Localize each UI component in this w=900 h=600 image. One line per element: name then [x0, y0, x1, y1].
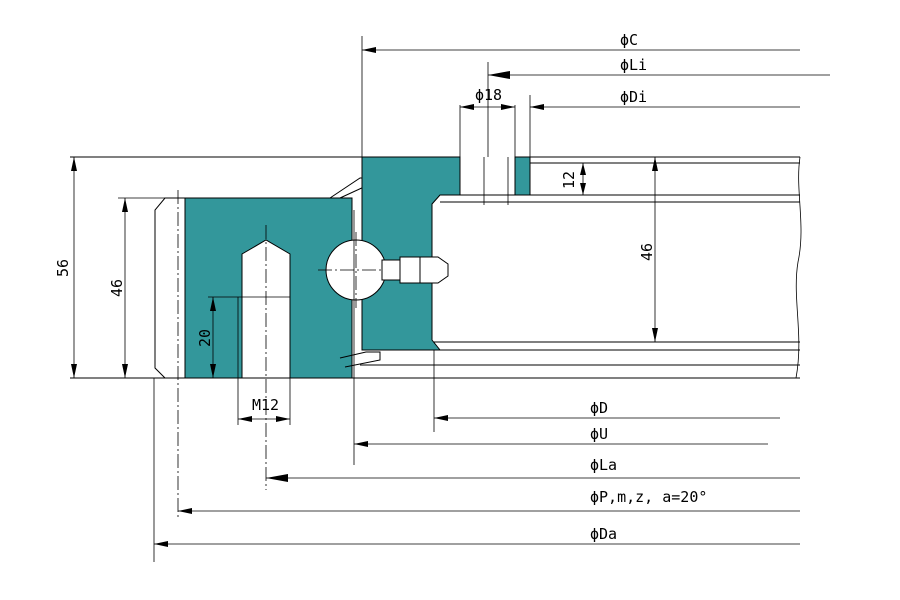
dim-li: ϕLi: [488, 56, 830, 79]
dim-p: ϕP,m,z, a=20°: [178, 488, 800, 514]
dim-thread-depth: 20: [196, 296, 242, 378]
dim-di: ϕDi: [530, 88, 800, 110]
outer-ring-height-value: 46: [108, 279, 126, 297]
label-18: ϕ18: [475, 86, 502, 104]
dim-outer-ring-height: 46: [108, 197, 165, 378]
label-la: ϕLa: [590, 456, 617, 474]
inner-ring-section: [361, 156, 531, 351]
label-p: ϕP,m,z, a=20°: [590, 488, 707, 506]
label-di: ϕDi: [620, 88, 647, 106]
ball-element: [318, 232, 449, 308]
label-m12: M12: [252, 396, 279, 414]
ring-outline: [70, 156, 802, 379]
dim-18: ϕ18: [459, 86, 516, 157]
dim-u: ϕU: [354, 425, 768, 447]
dim-inner-ring-height: 46: [638, 157, 658, 342]
label-u: ϕU: [590, 425, 608, 443]
inner-ring-height-value: 46: [638, 243, 656, 261]
dim-overall-height: 56: [54, 157, 77, 378]
dim-da: ϕDa: [154, 525, 800, 547]
label-da: ϕDa: [590, 525, 617, 543]
thread-depth-value: 20: [196, 329, 214, 347]
dim-d: ϕD: [434, 399, 780, 421]
label-c: ϕC: [620, 31, 638, 49]
dim-m12: M12: [237, 378, 291, 425]
label-d: ϕD: [590, 399, 608, 417]
dim-gear-depth: 12: [560, 163, 586, 195]
label-li: ϕLi: [620, 56, 647, 74]
dim-c: ϕC: [362, 31, 800, 53]
dim-la: ϕLa: [266, 456, 800, 482]
gear-depth-value: 12: [560, 171, 578, 189]
overall-height-value: 56: [54, 259, 72, 277]
